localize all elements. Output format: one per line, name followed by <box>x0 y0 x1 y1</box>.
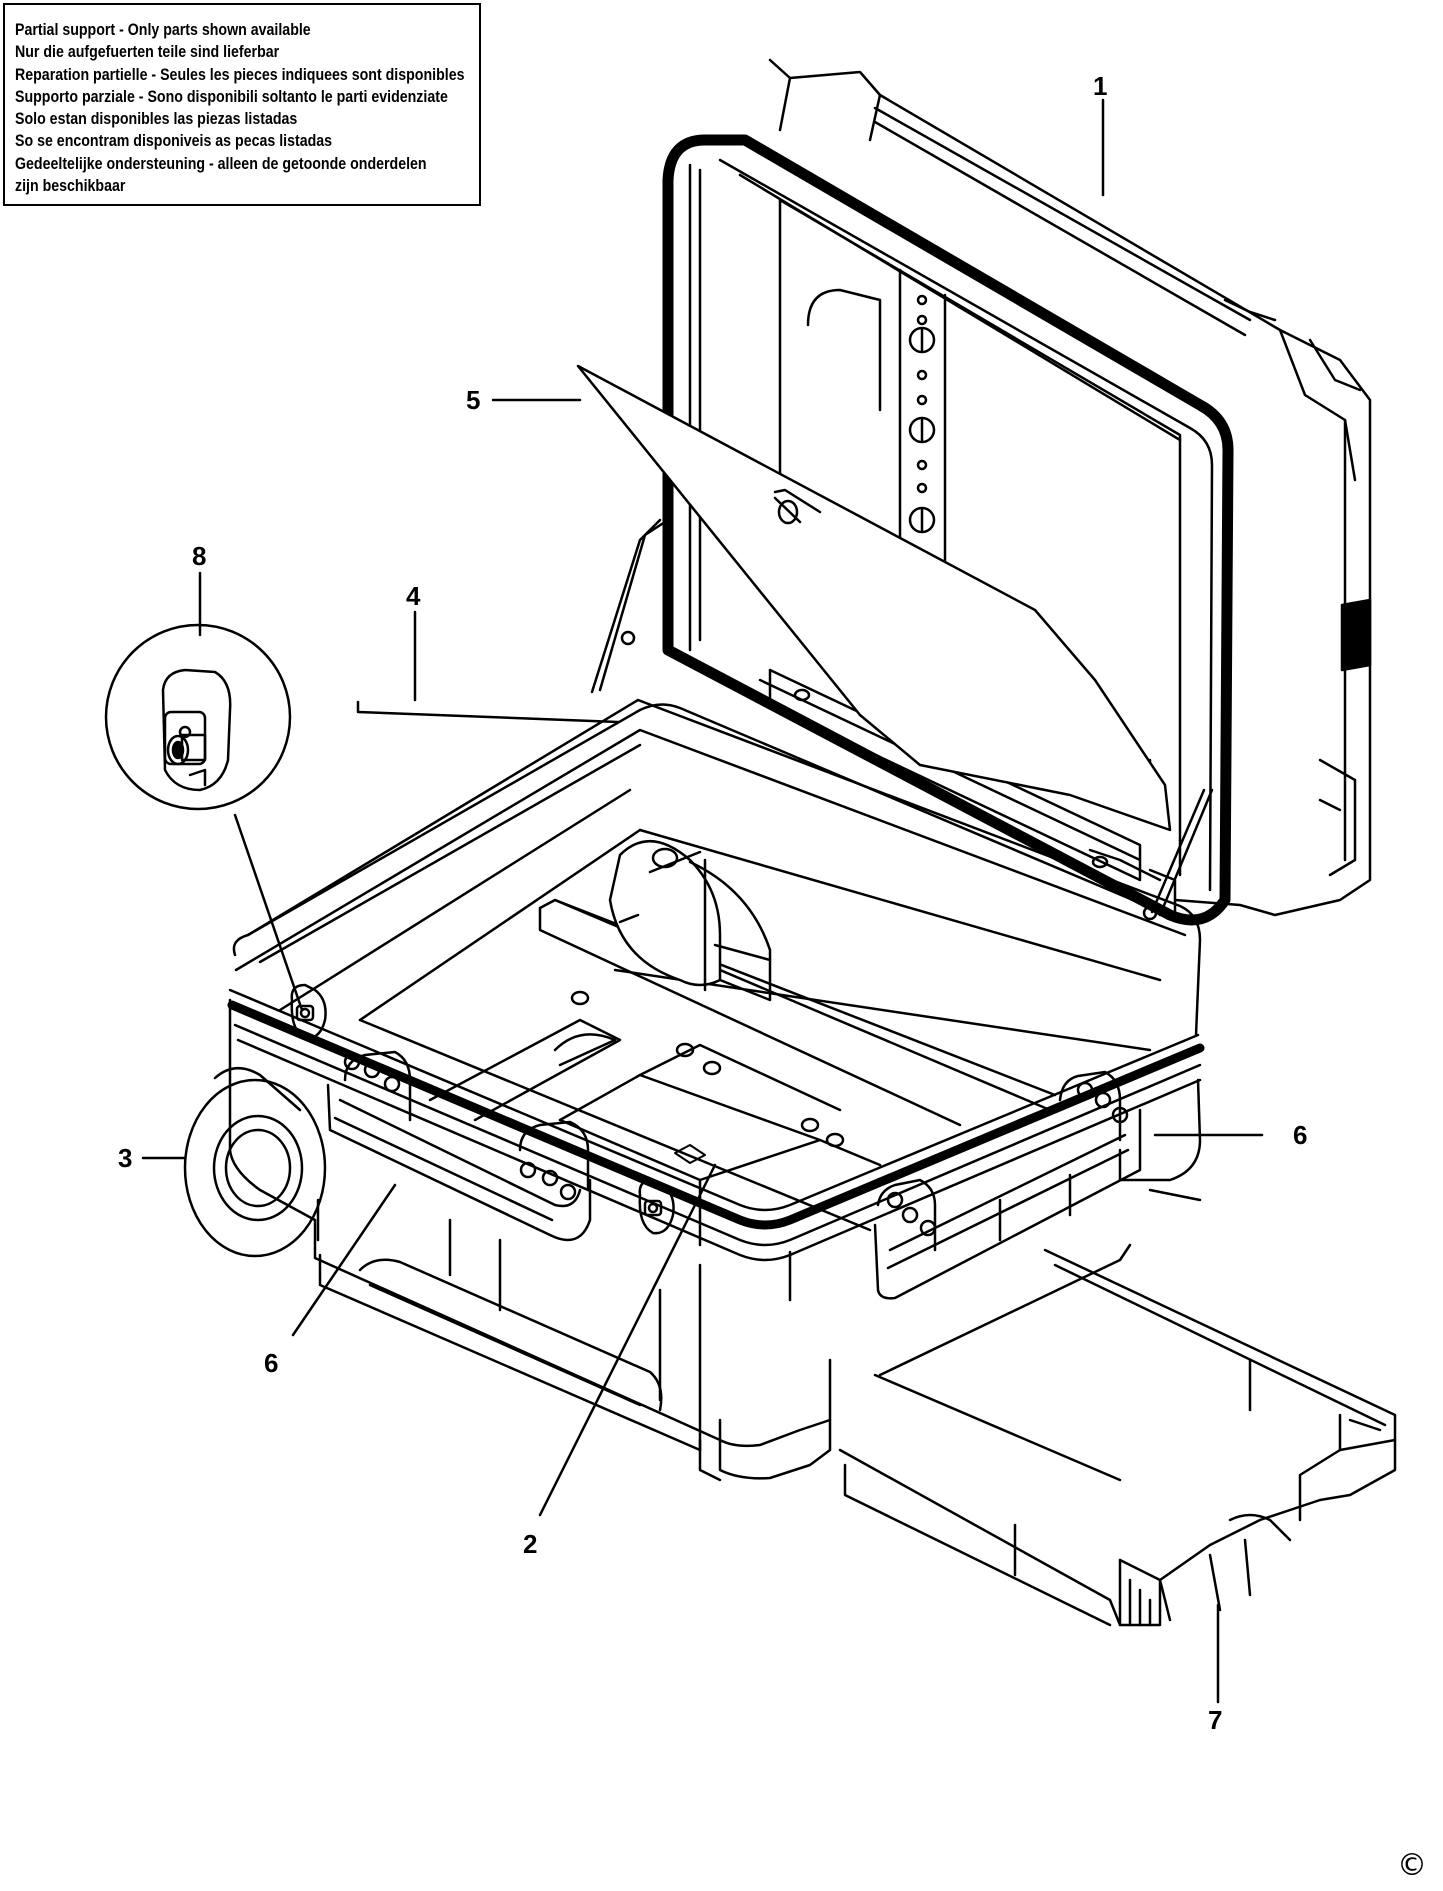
handle-part-right <box>873 1070 1142 1300</box>
callout-5: 5 <box>466 385 480 415</box>
leader-6-left <box>291 1183 397 1337</box>
callout-6-left: 6 <box>264 1348 278 1378</box>
callout-6-right: 6 <box>1293 1120 1307 1150</box>
lid-part <box>662 58 1372 926</box>
notice-line: Nur die aufgefuerten teile sind lieferba… <box>15 43 280 62</box>
handle-part-left <box>326 1050 592 1242</box>
callout-2: 2 <box>523 1529 537 1559</box>
wheel-part <box>183 1067 327 1258</box>
notice-line: Reparation partielle - Seules les pieces… <box>15 65 465 84</box>
callout-1: 1 <box>1093 71 1107 101</box>
callout-8: 8 <box>192 541 206 571</box>
notice-line: So se encontram disponiveis as pecas lis… <box>15 132 333 151</box>
leader-4-tip <box>356 700 620 724</box>
notice-line: Partial support - Only parts shown avail… <box>15 21 311 39</box>
callout-4: 4 <box>406 581 421 611</box>
partial-support-notice: Partial support - Only parts shown avail… <box>3 3 481 206</box>
leader-lines <box>141 98 1264 1704</box>
notice-line: Gedeeltelijke ondersteuning - alleen de … <box>15 154 427 173</box>
latch-detail-part <box>104 623 292 811</box>
copyright-mark: © <box>1397 1848 1427 1883</box>
callout-7: 7 <box>1208 1705 1222 1735</box>
notice-line: Solo estan disponibles las piezas listad… <box>15 110 298 129</box>
trolley-handle-part <box>838 1248 1397 1627</box>
callout-3: 3 <box>118 1143 132 1173</box>
notice-line: Supporto parziale - Sono disponibili sol… <box>15 87 448 106</box>
leader-2 <box>538 1163 717 1517</box>
divider-sheet-part <box>576 364 1214 921</box>
base-box-part <box>227 698 1205 1482</box>
notice-line: zijn beschikbaar <box>15 177 126 196</box>
leader-8-pointer <box>233 813 304 1012</box>
